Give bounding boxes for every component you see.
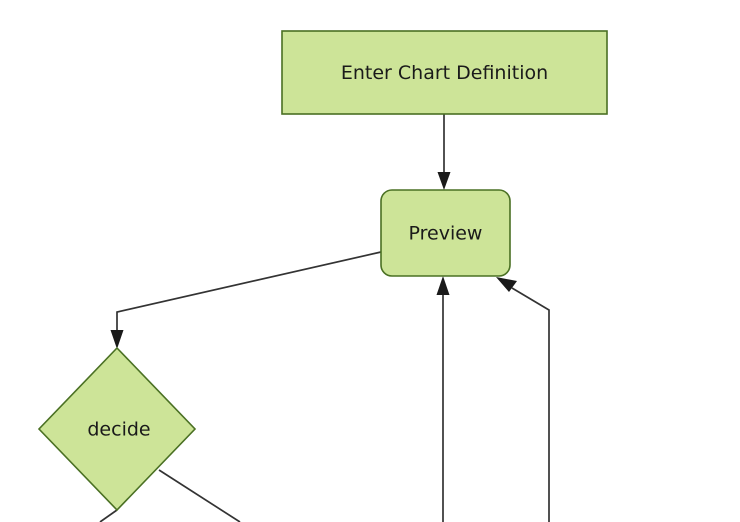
edge-decide-bottom-out-line: [99, 509, 118, 522]
edge-decide-right-out[interactable]: [158, 469, 241, 522]
edge-bottom-center-to-preview[interactable]: [436, 276, 450, 522]
edge-preview-to-decide-arrowhead: [110, 330, 124, 349]
edge-bottom-right-to-preview-line: [511, 287, 550, 522]
edge-preview-to-decide-line: [116, 251, 382, 338]
edge-preview-to-decide[interactable]: [110, 251, 382, 349]
edge-decide-right-out-line: [158, 469, 241, 522]
edge-bottom-right-to-preview-arrowhead: [496, 277, 517, 292]
node-decide[interactable]: decide: [37, 346, 197, 512]
edge-bottom-center-to-preview-arrowhead: [436, 276, 450, 295]
edge-enter-to-preview-arrowhead: [437, 172, 451, 190]
edge-enter-to-preview[interactable]: [437, 114, 451, 190]
edge-decide-bottom-out[interactable]: [99, 509, 118, 522]
node-enter-chart-definition[interactable]: Enter Chart Definition: [281, 30, 608, 115]
node-decide-shape: [37, 346, 197, 512]
node-preview-shape: [380, 189, 511, 277]
node-preview[interactable]: Preview: [380, 189, 511, 277]
edge-bottom-right-to-preview[interactable]: [496, 277, 550, 522]
node-enter-chart-definition-shape: [281, 30, 608, 115]
